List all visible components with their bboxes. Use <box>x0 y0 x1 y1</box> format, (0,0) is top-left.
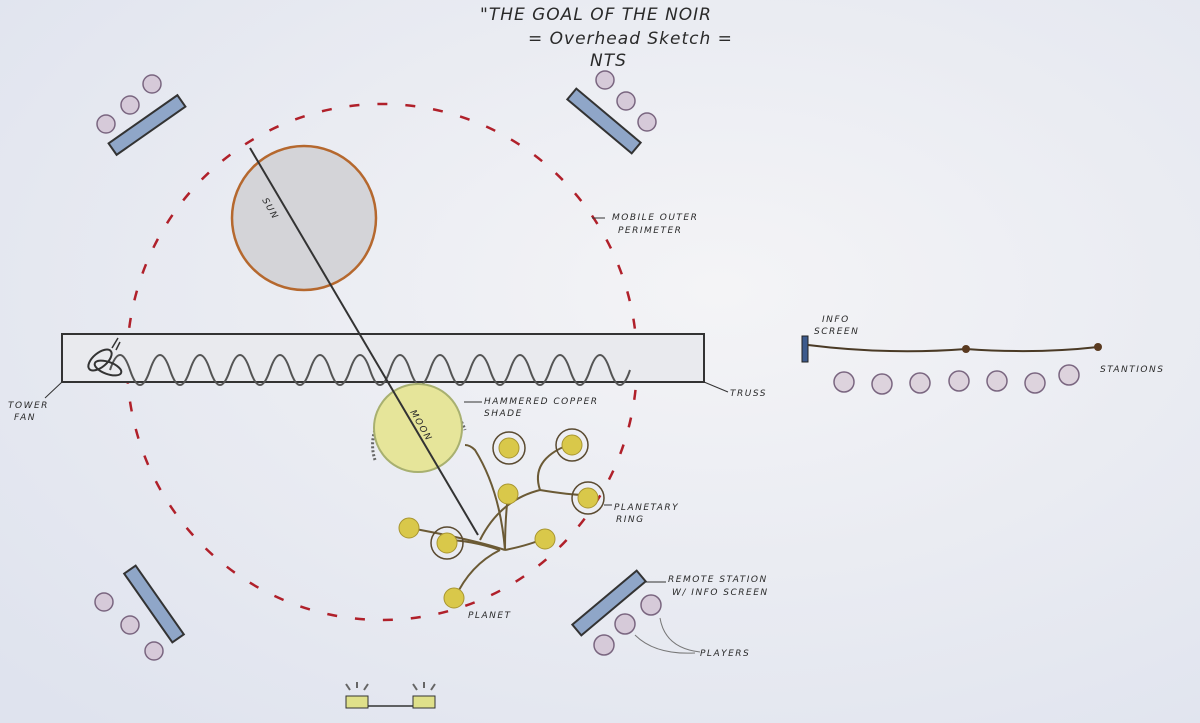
perimeter-label-2: PERIMETER <box>618 226 682 236</box>
mobile-arm <box>249 147 479 536</box>
info-screen <box>801 335 809 363</box>
planet <box>398 517 420 539</box>
tower-fan <box>87 337 123 377</box>
planet <box>497 483 519 505</box>
truss-leader <box>703 381 729 393</box>
sun <box>230 144 378 292</box>
title-line1: "THE GOAL OF THE NOIR <box>480 5 712 25</box>
planet-label: PLANET <box>468 611 512 621</box>
ring-label-2: RING <box>616 515 645 525</box>
planetary-ring <box>492 431 526 465</box>
perimeter-label: MOBILE OUTER <box>612 213 698 223</box>
shade-label-2: SHADE <box>484 409 523 419</box>
planet <box>577 487 599 509</box>
truss-label: TRUSS <box>730 389 767 399</box>
stanchions-label: STANTIONS <box>1100 365 1164 375</box>
stanchion <box>1094 343 1102 351</box>
fan-label: TOWER <box>8 401 49 411</box>
queued-players <box>833 364 1080 395</box>
stanchion <box>962 345 970 353</box>
fan-label-2: FAN <box>14 413 36 423</box>
title-line2: = Overhead Sketch = <box>528 29 733 49</box>
truss-wave <box>109 354 631 386</box>
planet <box>534 528 556 550</box>
info-screen-label: INFO <box>822 315 850 325</box>
planet <box>436 532 458 554</box>
hammered-copper-shade <box>371 396 467 461</box>
title-line3: NTS <box>590 51 627 71</box>
info-screen-label-2: SCREEN <box>814 327 859 337</box>
planetary-ring <box>571 481 605 515</box>
remote-station-bottom-left <box>94 564 186 661</box>
fan-leader <box>44 381 63 399</box>
players-leader <box>634 617 701 654</box>
ring-label: PLANETARY <box>614 503 679 513</box>
bottom-lights <box>345 682 436 709</box>
moon <box>373 383 463 473</box>
remote-station-top-right <box>565 70 657 155</box>
remote-label: REMOTE STATION <box>668 575 768 585</box>
planet <box>561 434 583 456</box>
planetary-ring <box>430 526 464 560</box>
planet <box>443 587 465 609</box>
planet <box>498 437 520 459</box>
remote-label-2: W/ INFO SCREEN <box>672 588 769 598</box>
remote-station-top-left <box>96 74 187 157</box>
planetary-ring <box>555 428 589 462</box>
players-label: PLAYERS <box>700 649 750 659</box>
planets <box>398 428 605 609</box>
shade-label: HAMMERED COPPER <box>484 397 599 407</box>
remote-station-bottom-right <box>570 569 662 656</box>
